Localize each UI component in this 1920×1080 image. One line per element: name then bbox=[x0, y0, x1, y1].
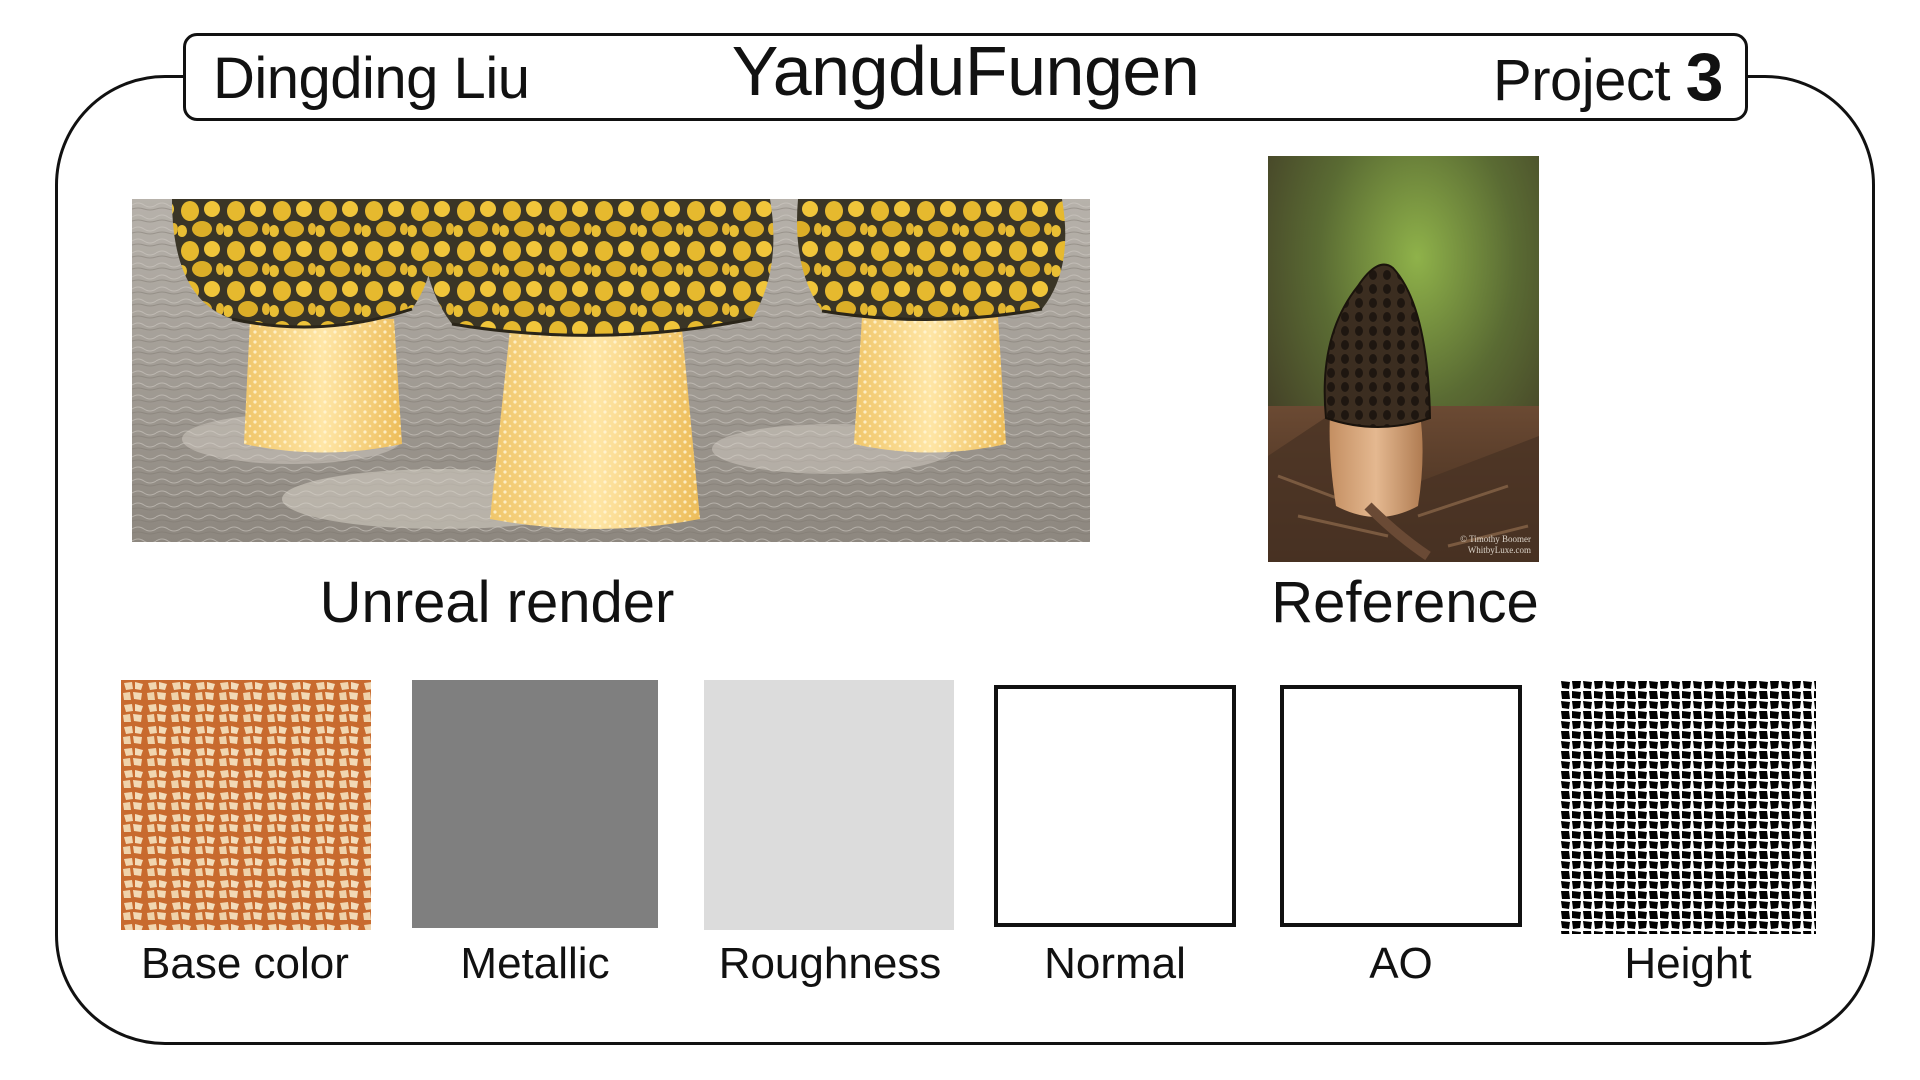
reference-caption: Reference bbox=[1271, 570, 1539, 635]
roughness-label: Roughness bbox=[718, 939, 942, 988]
metallic-label: Metallic bbox=[460, 939, 610, 988]
height-label: Height bbox=[1624, 939, 1752, 988]
base-color-label: Base color bbox=[141, 939, 349, 988]
ao-swatch bbox=[1280, 685, 1522, 927]
header-bar: Dingding Liu YangduFungen Project 3 bbox=[183, 32, 1748, 121]
normal-label: Normal bbox=[1044, 939, 1186, 988]
reference-illustration bbox=[1268, 156, 1539, 562]
normal-swatch bbox=[994, 685, 1236, 927]
project-label: Project bbox=[1493, 48, 1671, 113]
roughness-swatch bbox=[704, 680, 954, 930]
project-number-label: Project 3 bbox=[1493, 43, 1723, 114]
height-swatch bbox=[1560, 680, 1816, 934]
metallic-swatch bbox=[412, 680, 658, 928]
project-title: YangduFungen bbox=[731, 32, 1200, 110]
author-name: Dingding Liu bbox=[213, 46, 530, 111]
render-illustration bbox=[132, 199, 1090, 542]
base-color-texture bbox=[121, 680, 371, 930]
ao-label: AO bbox=[1369, 939, 1433, 988]
unreal-render-image bbox=[132, 199, 1090, 542]
render-caption: Unreal render bbox=[319, 570, 675, 635]
base-color-swatch bbox=[121, 680, 371, 930]
project-number: 3 bbox=[1685, 39, 1724, 115]
height-texture bbox=[1560, 680, 1816, 934]
